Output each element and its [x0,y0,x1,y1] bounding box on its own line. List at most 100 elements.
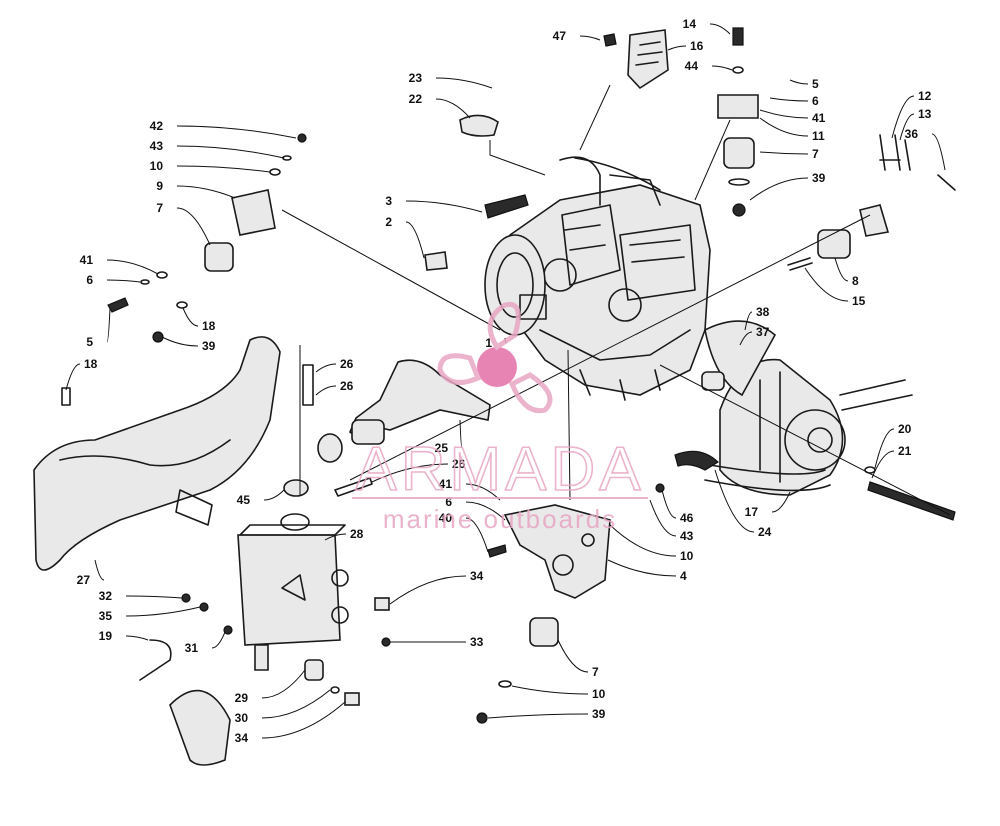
nut-39-bottom [476,712,488,724]
callout-18: 18 [182,307,216,333]
callout-number: 23 [409,71,423,85]
engine-mount-plate-4 [503,504,611,599]
mount-stack-right [717,27,759,217]
callout-38: 38 [744,305,770,331]
callout-number: 34 [470,569,484,583]
callout-number: 6 [86,273,93,287]
callout-leader [609,524,677,557]
callout-leader [405,200,483,213]
heat-shield [169,689,231,766]
callout-number: 7 [812,147,819,161]
callout-34: 34 [389,569,484,605]
coupler-45 [283,479,309,497]
callout-10: 10 [609,524,694,563]
callout-number: 30 [235,711,249,725]
callout-12: 12 [891,89,932,139]
callout-41: 41 [759,109,826,125]
callout-39: 39 [161,336,216,353]
callout-number: 27 [77,573,91,587]
callout-leader [161,336,199,347]
assembly-line-top [579,84,611,151]
callout-15: 15 [804,267,866,308]
callout-leader [65,363,81,391]
callout-11: 11 [759,117,825,143]
callout-number: 7 [592,665,599,679]
washer-10-bottom [498,680,512,688]
assembly-line-decal [489,140,546,176]
callout-number: 42 [150,119,164,133]
callout-leader [176,125,297,139]
callout-25: 25 [435,419,463,455]
callout-number: 29 [235,691,249,705]
callout-31: 31 [185,631,226,655]
callout-number: 31 [185,641,199,655]
callout-37: 37 [739,325,770,346]
callout-leader [771,491,791,513]
callout-leader [834,257,849,282]
propeller-logo [437,301,553,414]
recoil-starter [484,234,547,336]
callout-number: 14 [683,17,697,31]
callout-number: 33 [470,635,484,649]
callout-leader [106,259,159,275]
callout-leader [759,151,809,155]
callout-leader [744,311,753,331]
washer-30 [330,686,340,694]
callout-leader [106,307,111,343]
watermark-brand: ARMADA [355,435,644,504]
callout-number: 16 [690,39,704,53]
callout-24: 24 [714,469,772,539]
spring-26-left [61,387,71,406]
callout-number: 24 [758,525,772,539]
decal-22 [459,114,499,137]
callout-45: 45 [237,489,285,507]
callout-number: 26 [340,379,354,393]
callout-number: 46 [680,511,694,525]
callout-39: 39 [487,707,606,721]
callout-leader [315,385,337,396]
callout-3: 3 [385,194,483,213]
callout-leader [874,428,895,469]
callout-number: 15 [852,294,866,308]
callout-leader [324,533,347,541]
callout-leader [435,98,471,119]
grommet-34-right [374,597,390,611]
callout-number: 47 [553,29,567,43]
callout-number: 36 [905,127,919,141]
callout-number: 40 [439,511,453,525]
nut-33 [381,637,391,647]
armada-watermark: ARMADA marine outboards [352,301,648,534]
callout-leader [739,331,753,346]
callout-6: 6 [86,273,141,287]
callout-7: 7 [759,147,819,161]
callout-41: 41 [80,253,159,275]
callout-26: 26 [371,457,466,483]
callout-number: 6 [445,495,452,509]
clutch-bolt-21 [867,481,956,521]
callout-leader [487,713,589,719]
callout-number: 21 [898,444,912,458]
callout-leader [125,595,183,599]
callout-number: 1 [485,336,492,350]
callout-2: 2 [385,215,425,259]
callout-number: 19 [99,629,113,643]
callout-number: 26 [340,357,354,371]
callout-leader [649,499,677,537]
callout-number: 25 [435,441,449,455]
callout-leader [759,117,809,137]
seal-18 [317,433,343,463]
callout-leader [435,77,493,89]
callout-10: 10 [511,685,606,701]
callout-leader [661,489,677,519]
callout-leader [261,669,306,699]
drive-belt-24 [704,379,913,492]
callout-28: 28 [324,527,364,541]
callout-leader [371,463,449,483]
callout-40: 40 [439,511,489,553]
bushing [701,371,725,391]
engine-block [509,156,711,401]
callout-leader [607,559,677,577]
callout-35: 35 [99,606,201,623]
